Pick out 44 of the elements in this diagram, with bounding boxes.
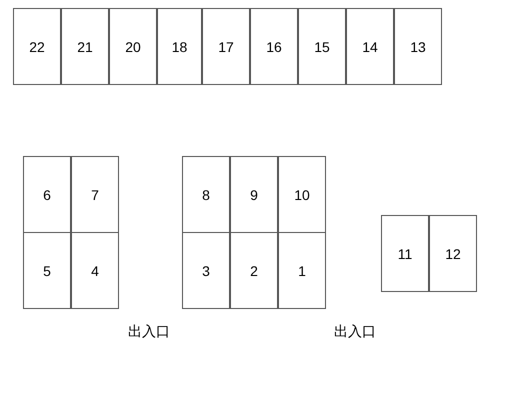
parking-space bbox=[61, 8, 109, 85]
parking-space bbox=[182, 232, 230, 309]
parking-space bbox=[230, 156, 278, 233]
parking-space bbox=[202, 8, 250, 85]
parking-space bbox=[278, 232, 326, 309]
space-number: 12 bbox=[445, 246, 461, 262]
parking-space bbox=[394, 8, 442, 85]
space-number: 18 bbox=[172, 38, 188, 54]
space-number: 13 bbox=[410, 38, 426, 54]
parking-space bbox=[71, 232, 119, 309]
parking-space bbox=[278, 156, 326, 233]
entrance-label: 出入口 bbox=[334, 323, 376, 341]
space-number: 11 bbox=[398, 246, 412, 262]
space-number: 6 bbox=[43, 186, 51, 202]
parking-space bbox=[23, 156, 71, 233]
space-number: 21 bbox=[77, 38, 93, 54]
space-number: 10 bbox=[294, 186, 310, 202]
space-number: 16 bbox=[266, 38, 282, 54]
space-number: 8 bbox=[202, 186, 210, 202]
space-number: 22 bbox=[29, 38, 45, 54]
parking-space bbox=[429, 215, 477, 292]
space-number: 5 bbox=[43, 262, 51, 278]
parking-space bbox=[157, 8, 202, 85]
space-number: 7 bbox=[91, 186, 99, 202]
space-number: 3 bbox=[202, 262, 210, 278]
parking-space bbox=[23, 232, 71, 309]
space-number: 4 bbox=[91, 262, 99, 278]
parking-space bbox=[230, 232, 278, 309]
space-number: 2 bbox=[250, 262, 258, 278]
parking-space bbox=[182, 156, 230, 233]
parking-space bbox=[250, 8, 298, 85]
space-number: 14 bbox=[362, 38, 378, 54]
parking-space bbox=[109, 8, 157, 85]
parking-space bbox=[346, 8, 394, 85]
space-number: 9 bbox=[250, 186, 258, 202]
space-number: 17 bbox=[218, 38, 234, 54]
entrance-label: 出入口 bbox=[128, 323, 170, 341]
space-number: 15 bbox=[314, 38, 330, 54]
parking-space bbox=[381, 215, 429, 292]
space-number: 20 bbox=[125, 38, 141, 54]
space-number: 1 bbox=[298, 262, 306, 278]
parking-space bbox=[71, 156, 119, 233]
parking-space bbox=[298, 8, 346, 85]
parking-space bbox=[13, 8, 61, 85]
